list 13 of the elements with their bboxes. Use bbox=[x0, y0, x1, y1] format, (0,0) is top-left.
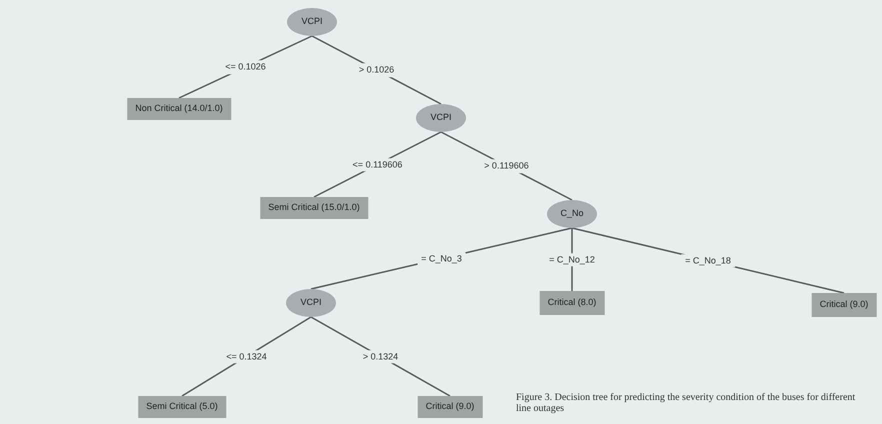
edge-label: = C_No_18 bbox=[681, 254, 735, 268]
split-node-ellipse: VCPI bbox=[286, 289, 336, 317]
split-node-ellipse: C_No bbox=[547, 200, 597, 228]
leaf-node-box: Semi Critical (5.0) bbox=[138, 396, 226, 418]
edge-label: = C_No_3 bbox=[417, 252, 466, 266]
leaf-node-box: Critical (8.0) bbox=[540, 291, 604, 315]
split-node-ellipse: VCPI bbox=[416, 104, 466, 132]
leaf-node-box: Critical (9.0) bbox=[812, 293, 876, 317]
split-node-ellipse: VCPI bbox=[287, 8, 337, 36]
leaf-node-box: Critical (9.0) bbox=[418, 396, 482, 418]
leaf-node-box: Semi Critical (15.0/1.0) bbox=[260, 197, 368, 219]
figure-caption: Figure 3. Decision tree for predicting the severity condition of the buses for different line outages bbox=[516, 392, 856, 414]
leaf-node-box: Non Critical (14.0/1.0) bbox=[127, 98, 231, 120]
